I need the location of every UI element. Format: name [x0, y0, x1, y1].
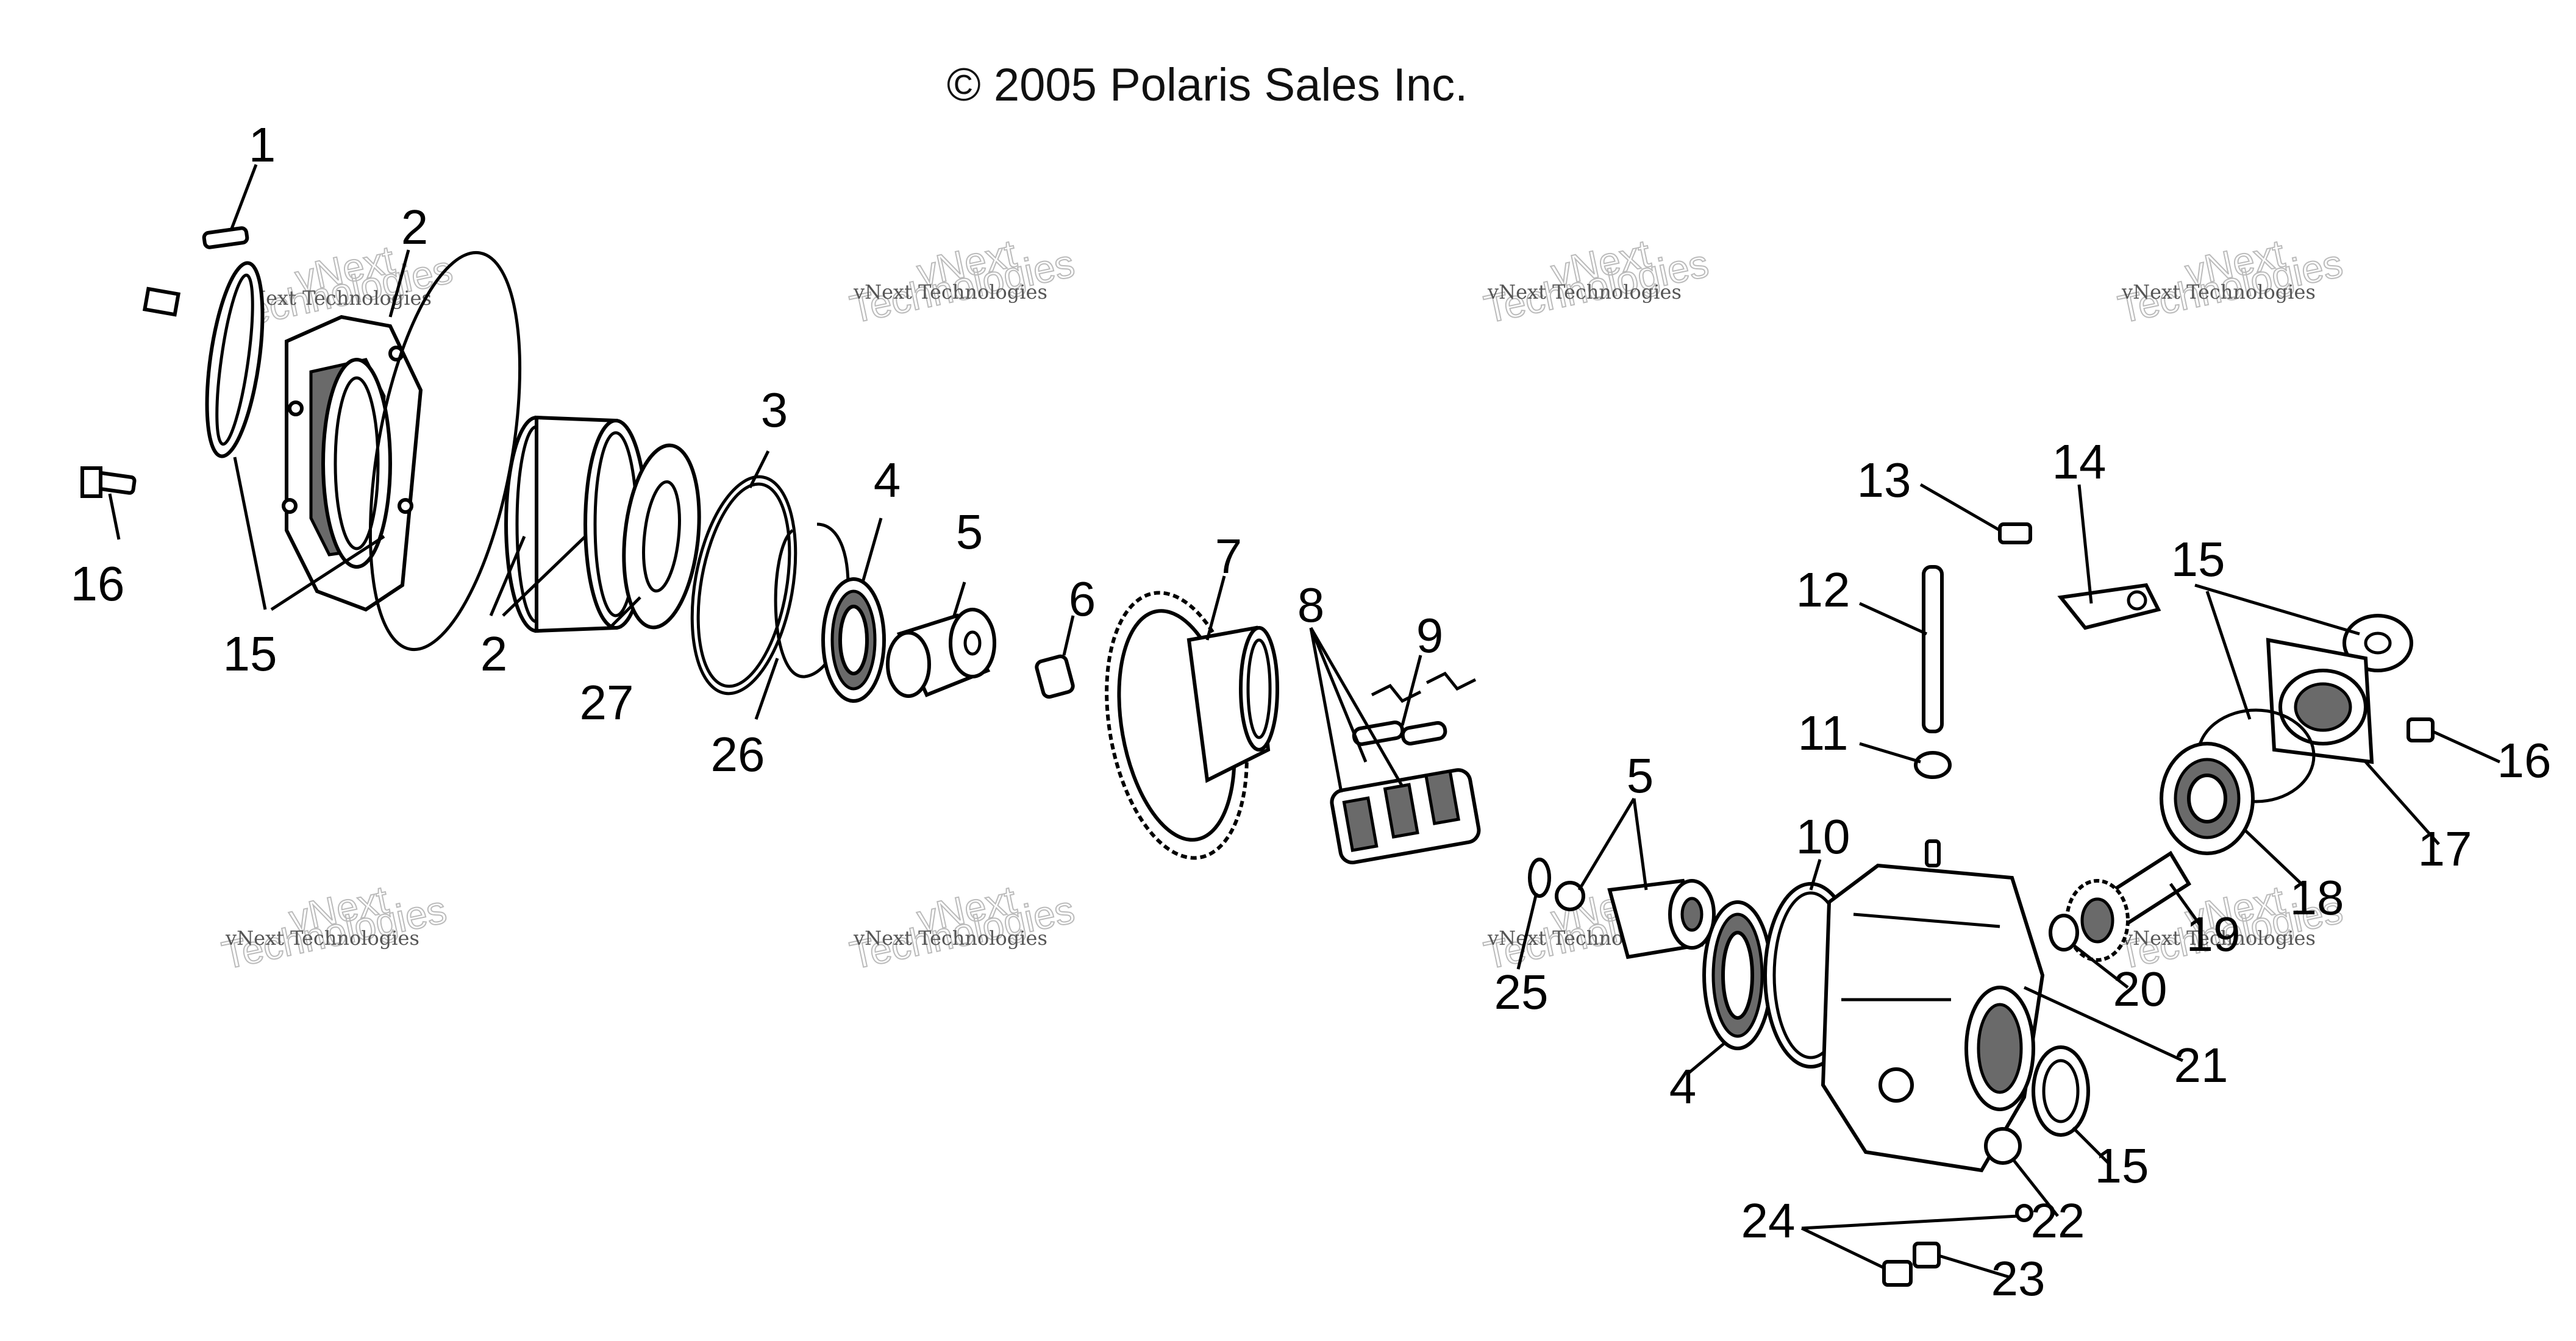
watermark: vNext Technologies vNext Technologies	[846, 877, 1079, 978]
gearcase-housing-icon	[1821, 863, 2045, 1173]
watermark-small: vNext Technologies	[853, 927, 1047, 950]
watermark-small: vNext Technologies	[225, 927, 419, 950]
callout-labels: 1 2 16 15 2 27 3 26 4 5 6 7 8 9 25 5 4 1…	[71, 118, 2552, 1306]
callout-12: 12	[1796, 563, 1850, 617]
part-16-bolt-left	[80, 466, 137, 498]
watermark: vNext Technologies vNext Technologies	[1480, 230, 1713, 332]
callout-4: 4	[874, 453, 901, 507]
callout-2: 2	[401, 200, 429, 254]
callout-15: 15	[2095, 1139, 2149, 1193]
callout-21: 21	[2174, 1038, 2228, 1092]
callout-2: 2	[480, 627, 508, 681]
watermark: vNext Technologies vNext Technologies	[846, 230, 1079, 332]
part-15-seal-right	[2032, 1045, 2090, 1137]
callout-19: 19	[2186, 907, 2241, 961]
watermark-small: vNext Technologies	[2121, 280, 2316, 304]
part-14-bracket	[2057, 583, 2161, 630]
callout-11: 11	[1797, 706, 1848, 760]
callout-5: 5	[1627, 749, 1654, 803]
callout-17: 17	[2418, 822, 2472, 876]
callout-24: 24	[1741, 1193, 1796, 1248]
callout-25: 25	[1494, 965, 1549, 1019]
callout-16: 16	[71, 557, 125, 611]
callout-26: 26	[711, 727, 765, 781]
part-22-plug	[1984, 1127, 2022, 1165]
gearcase-cover-icon	[282, 315, 423, 612]
part-27-washer	[622, 443, 701, 630]
leader-lines	[108, 164, 2501, 1279]
part-5-sleeve-right	[1555, 878, 1716, 959]
watermark-small: vNext Technologies	[1487, 280, 1682, 304]
callout-9: 9	[1416, 608, 1444, 663]
part-6-pin	[1035, 654, 1075, 699]
bearing-icon	[821, 577, 886, 703]
callout-22: 22	[2031, 1193, 2085, 1248]
callout-6: 6	[1069, 572, 1096, 626]
watermark: vNext Technologies vNext Technologies	[2114, 230, 2347, 332]
part-3-snap-ring	[690, 475, 797, 695]
callout-18: 18	[2290, 870, 2344, 925]
callout-1: 1	[249, 118, 276, 172]
callout-14: 14	[2052, 435, 2107, 489]
callout-7: 7	[1215, 529, 1243, 583]
part-20-seal	[2049, 914, 2079, 952]
part-25-washer	[1528, 858, 1551, 898]
callout-23: 23	[1991, 1251, 2046, 1306]
part-9-rollers	[1352, 671, 1477, 746]
roller-cage-icon	[1330, 768, 1481, 865]
watermark-small: vNext Technologies	[2121, 927, 2316, 950]
part-15-seal-left	[205, 261, 265, 458]
watermark-small: vNext Technologies	[853, 280, 1047, 304]
callout-13: 13	[1857, 453, 1911, 507]
watermark: vNext Technologies vNext Technologies	[218, 877, 451, 978]
part-23-drain-plug	[1913, 1242, 1941, 1268]
callout-4: 4	[1669, 1059, 1697, 1114]
part-24-plug	[1882, 1204, 2033, 1287]
ring-gear-icon	[1105, 591, 1279, 860]
callout-15: 15	[2171, 532, 2225, 586]
part-12-shaft	[1922, 565, 1944, 733]
part-1-stud	[202, 226, 249, 249]
callout-27: 27	[580, 675, 634, 730]
callout-5: 5	[956, 505, 983, 559]
callout-16: 16	[2497, 733, 2552, 788]
copyright-text: © 2005 Polaris Sales Inc.	[947, 59, 1468, 111]
part-26-retaining-ring	[774, 522, 850, 678]
part-16-bolt-right	[2407, 717, 2435, 742]
callout-15: 15	[223, 627, 277, 681]
part-2-ring-set	[504, 415, 648, 633]
part-small-pin-right	[1925, 839, 1941, 867]
part-11-clip	[1914, 751, 1952, 779]
watermark-small: vNext Technologies	[237, 286, 432, 310]
callout-3: 3	[761, 383, 788, 437]
callout-20: 20	[2113, 962, 2167, 1016]
part-5-sleeve	[886, 608, 996, 698]
part-18-bearing	[2160, 742, 2255, 855]
part-13-bolt	[1998, 522, 2032, 544]
callout-10: 10	[1796, 809, 1850, 864]
pinion-gear-icon	[2065, 850, 2192, 962]
callout-8: 8	[1297, 578, 1325, 632]
part-small-block	[142, 286, 181, 317]
part-4-bearing-right	[1702, 900, 1773, 1050]
part-17-cover	[2266, 638, 2374, 764]
